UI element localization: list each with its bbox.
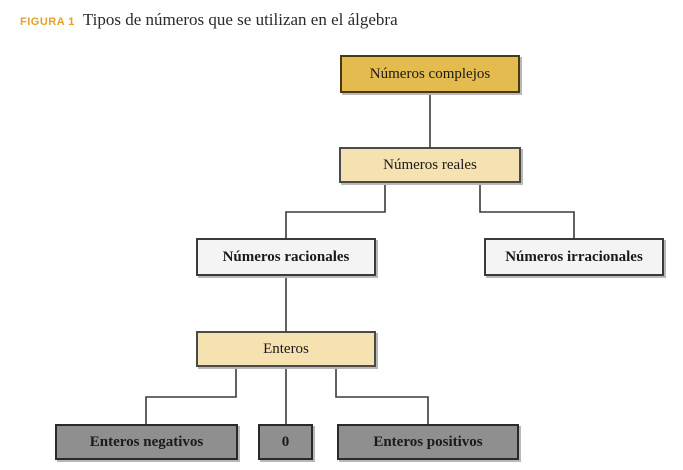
node-rational-numbers: Números racionales — [196, 238, 376, 276]
figure-caption: FIGURA 1 Tipos de números que se utiliza… — [20, 10, 398, 30]
node-complex-numbers: Números complejos — [340, 55, 520, 93]
figure-title: Tipos de números que se utilizan en el á… — [82, 10, 398, 29]
connector-integers-positive — [335, 367, 429, 424]
node-irrational-numbers: Números irracionales — [484, 238, 664, 276]
connector-real-irrational — [479, 183, 575, 238]
connector-real-rational — [285, 183, 386, 238]
node-negative-integers: Enteros negativos — [55, 424, 238, 460]
node-positive-integers: Enteros positivos — [337, 424, 519, 460]
connector-integers-negative — [145, 367, 237, 424]
figure-label: FIGURA 1 — [20, 16, 75, 28]
node-integers: Enteros — [196, 331, 376, 367]
node-real-numbers: Números reales — [339, 147, 521, 183]
node-zero: 0 — [258, 424, 313, 460]
